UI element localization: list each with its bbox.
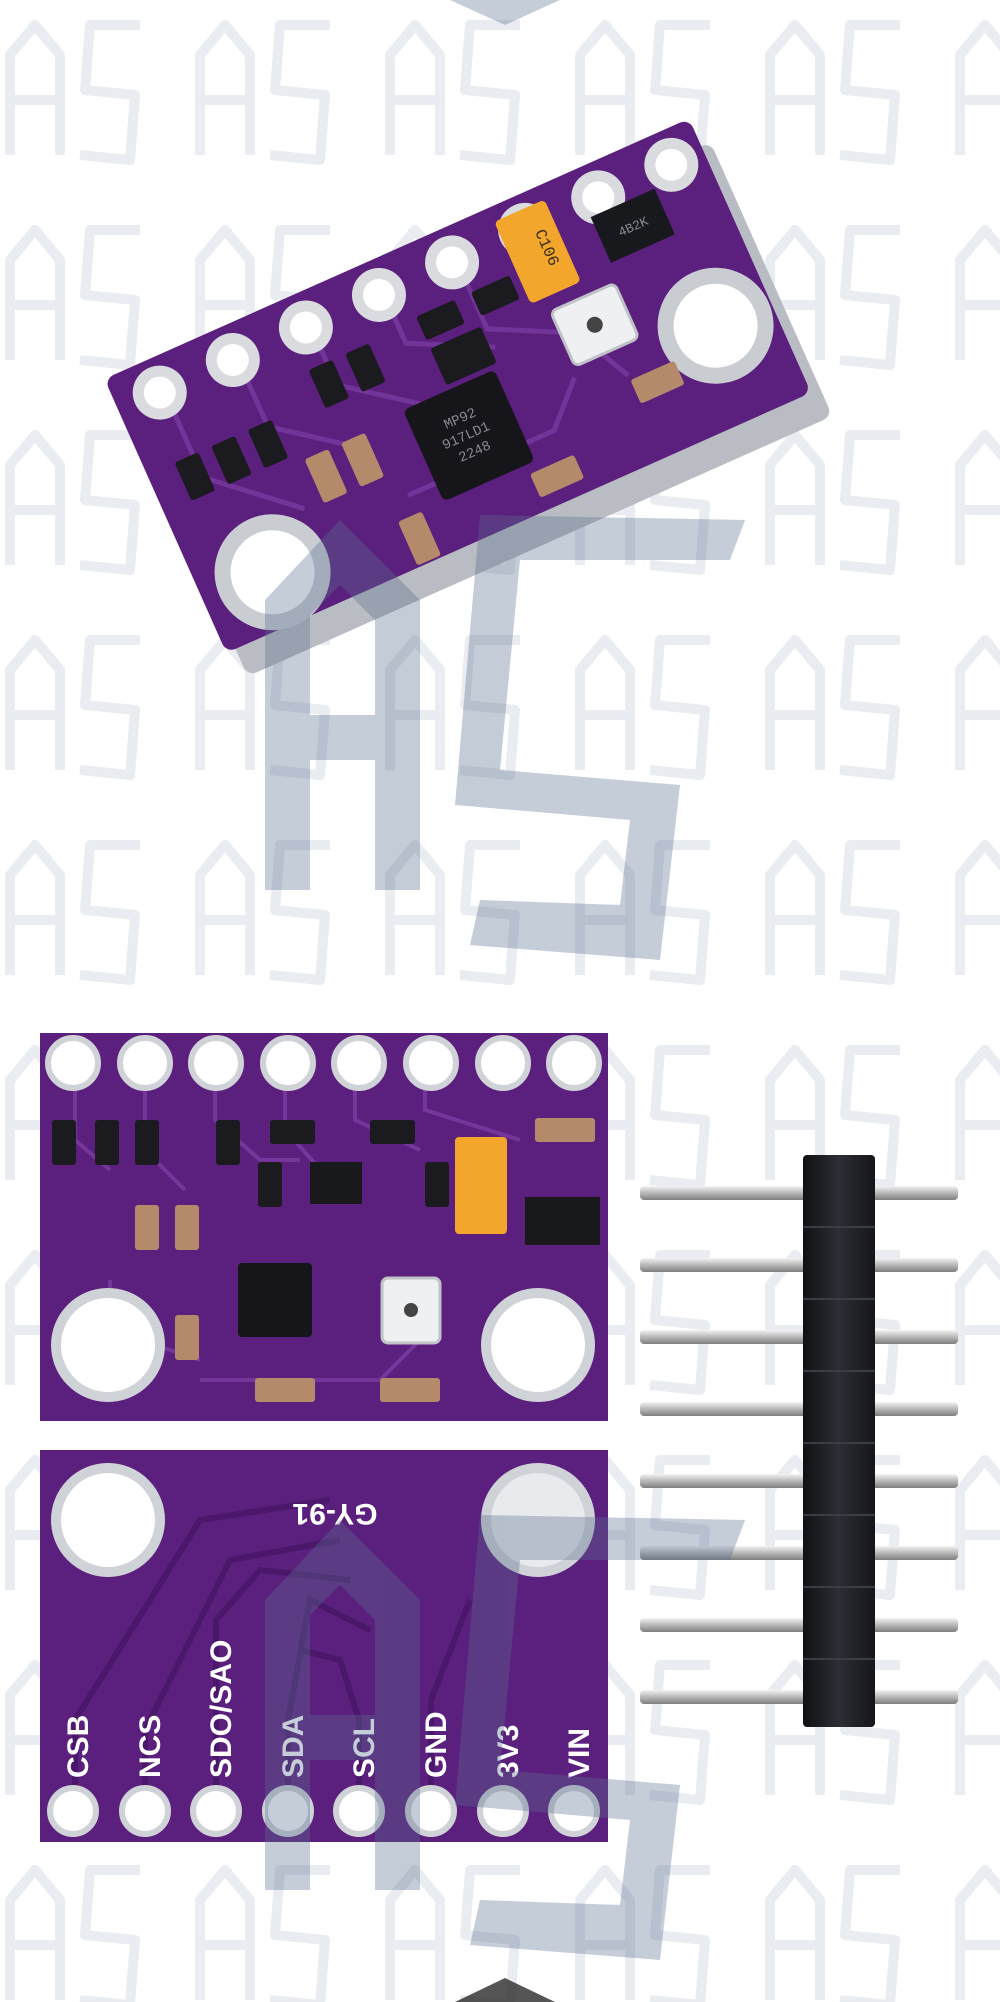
pin-label-vin: VIN <box>563 1728 596 1778</box>
board-angled-view: MP92 917LD1 2248 C106 4B2K <box>107 121 830 674</box>
header-pins <box>640 1186 958 1704</box>
board-front-view <box>40 1033 608 1421</box>
pin-label-csb: CSB <box>62 1715 95 1778</box>
header-pads-back <box>47 1785 600 1837</box>
board-back-view: GY-91 CSB NCS SDO/SAO SDA SCL GND 3V3 VI… <box>40 1450 608 1842</box>
resistors-angled <box>175 276 519 501</box>
mounting-hole-left-front <box>51 1288 165 1402</box>
imu-chip-front <box>238 1263 312 1337</box>
pin-label-sda: SDA <box>277 1715 310 1778</box>
logo-watermark-upper <box>265 515 745 960</box>
header-pads-front <box>45 1035 602 1091</box>
mounting-hole-right-front <box>481 1288 595 1402</box>
capacitors-angled <box>305 361 684 565</box>
pin-label-gnd: GND <box>420 1711 453 1778</box>
pin-label-sdo-sao: SDO/SAO <box>205 1640 238 1778</box>
regulator-angled <box>590 188 675 263</box>
logo-watermark-top-fragment <box>450 0 560 25</box>
pin-label-scl: SCL <box>348 1718 381 1778</box>
board-name-label: GY-91 <box>292 1497 377 1530</box>
mounting-hole-left-back <box>51 1463 165 1577</box>
header-plastic-body <box>803 1155 875 1727</box>
capacitors-front <box>135 1118 595 1402</box>
pin-header <box>640 1155 958 1727</box>
small-ic-front <box>310 1162 362 1204</box>
pin-label-group: CSB NCS SDO/SAO SDA SCL GND 3V3 VIN <box>62 1640 596 1778</box>
pin-label-3v3: 3V3 <box>492 1725 525 1778</box>
tantalum-capacitor-angled <box>495 201 580 303</box>
header-segment-lines <box>803 1226 875 1660</box>
traces-back <box>72 1497 473 1810</box>
logo-watermark-bottom-fragment <box>455 1978 555 2002</box>
resistors-front <box>52 1120 449 1207</box>
mounting-hole-right-back <box>481 1463 595 1577</box>
pin-label-ncs: NCS <box>134 1715 167 1778</box>
regulator-front <box>525 1197 600 1245</box>
tantalum-capacitor-front <box>455 1137 507 1234</box>
logo-watermark-lower <box>265 1515 745 1960</box>
imu-chip-angled <box>404 371 534 500</box>
